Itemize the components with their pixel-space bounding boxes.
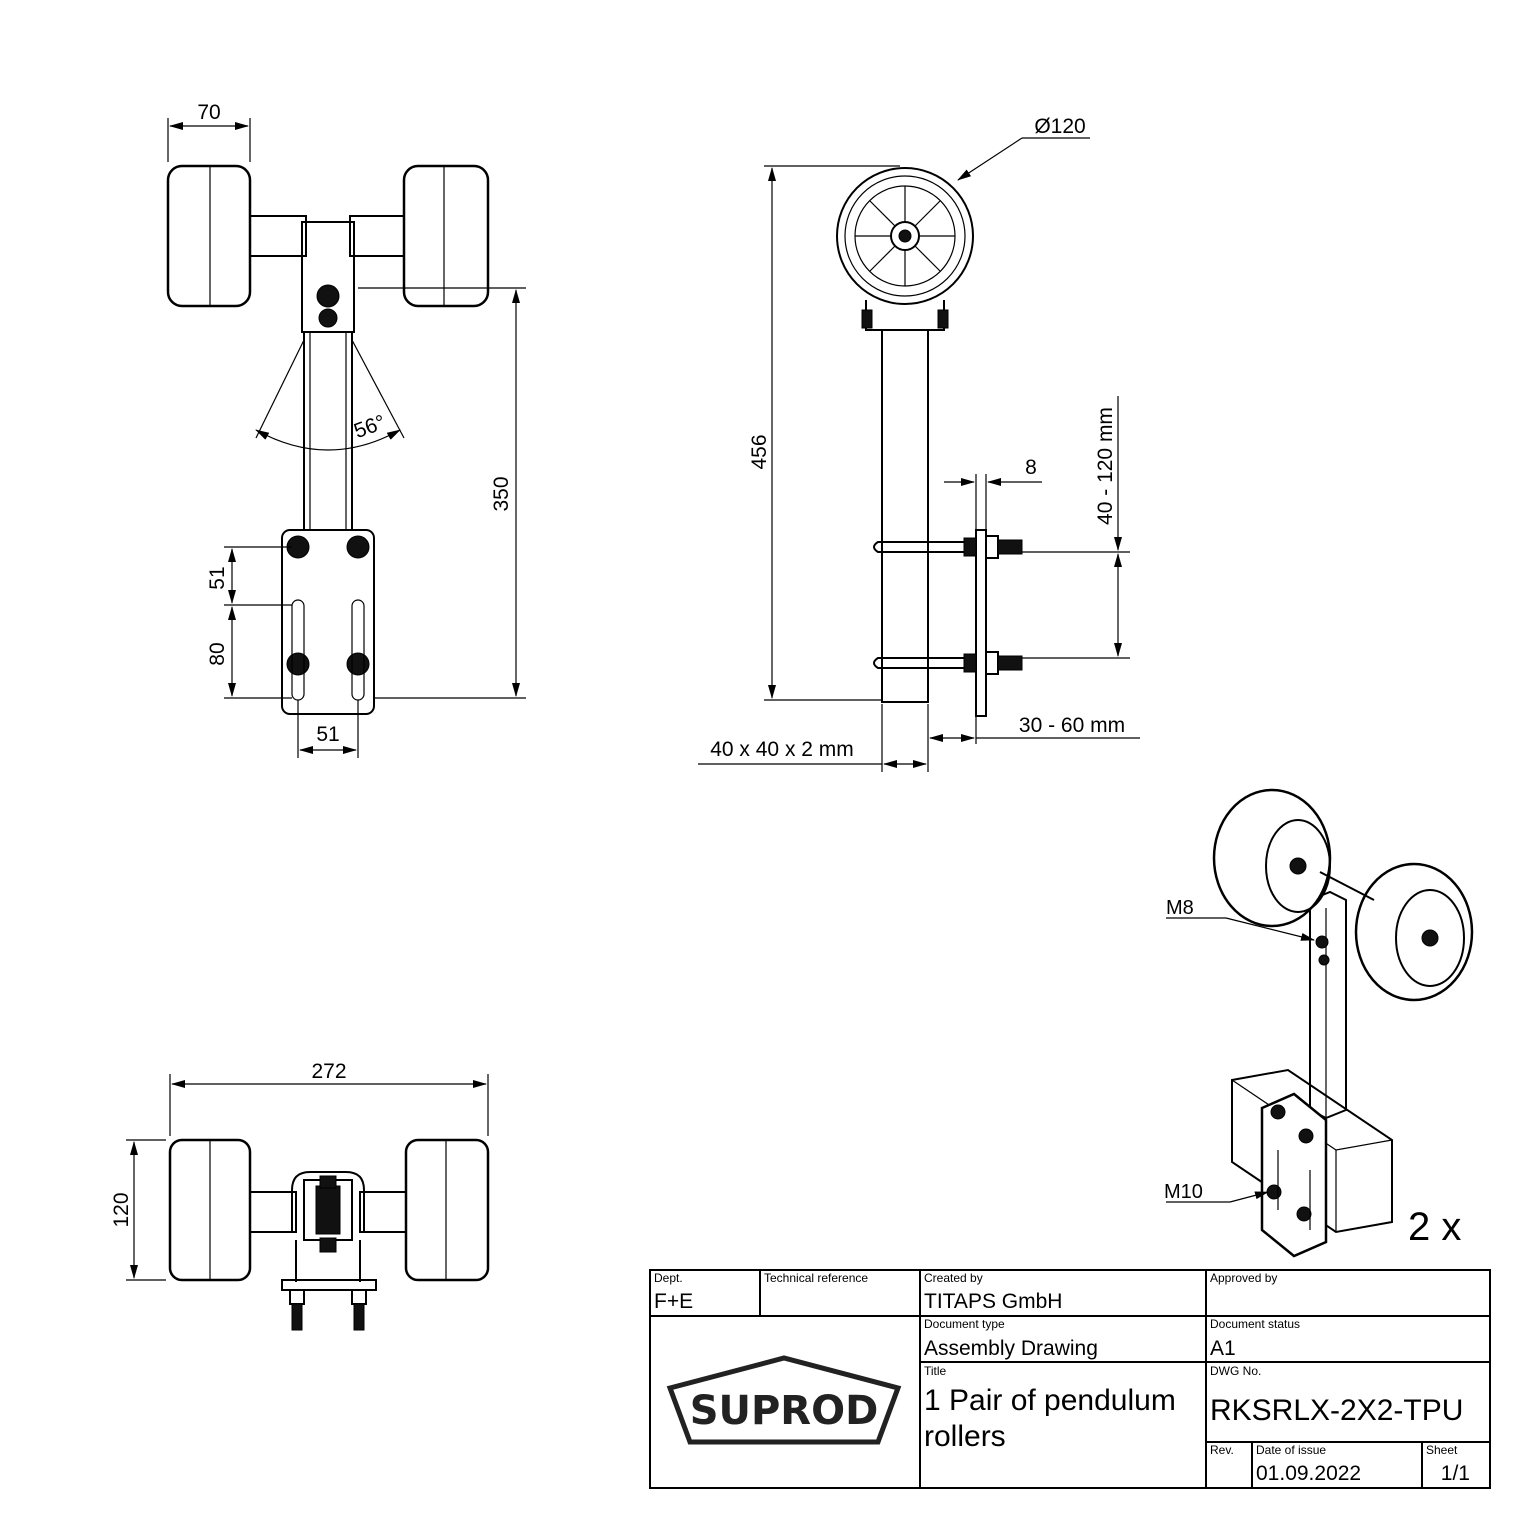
dim-clamp-range: 40 - 120 mm [1094, 407, 1117, 525]
sheet-label: Sheet [1426, 1443, 1458, 1457]
callout-m8: M8 [1166, 897, 1194, 919]
dim-80: 80 [206, 642, 229, 665]
dim-456: 456 [748, 434, 771, 469]
dim-8: 8 [1025, 456, 1037, 479]
quantity-label: 2 x [1408, 1205, 1461, 1249]
tube-top-view [303, 331, 353, 531]
dim-350: 350 [490, 476, 513, 511]
doc-type-value: Assembly Drawing [924, 1337, 1098, 1360]
dim-51-vertical: 51 [206, 566, 229, 589]
wheel-side [836, 167, 974, 305]
approved-label: Approved by [1210, 1271, 1277, 1285]
logo-text: SUPROD [690, 1388, 879, 1434]
dim-tube-profile: 40 x 40 x 2 mm [710, 738, 854, 761]
created-value: TITAPS GmbH [924, 1290, 1062, 1313]
iso-wheel-front [1354, 862, 1474, 1002]
date-value: 01.09.2022 [1256, 1462, 1361, 1485]
sheet-value: 1/1 [1441, 1462, 1470, 1485]
date-label: Date of issue [1256, 1443, 1326, 1457]
doc-status-value: A1 [1210, 1337, 1236, 1360]
dim-70: 70 [197, 101, 220, 124]
right-wheel-top [402, 164, 490, 308]
created-label: Created by [924, 1271, 983, 1285]
rev-label: Rev. [1210, 1443, 1234, 1457]
dept-label: Dept. [654, 1271, 683, 1285]
dept-value: F+E [654, 1290, 693, 1313]
pivot-bolt [316, 284, 340, 308]
title-line-2: rollers [924, 1420, 1006, 1453]
title-line-1: 1 Pair of pendulum [924, 1384, 1176, 1417]
isometric-view: M8 M10 2 x [1164, 788, 1474, 1258]
tube-side-view [881, 329, 929, 703]
dwg-value: RKSRLX-2X2-TPU [1210, 1394, 1463, 1427]
title-block: Dept. F+E Technical reference Created by… [649, 1269, 1491, 1489]
mounting-plate [281, 529, 375, 715]
dwg-label: DWG No. [1210, 1364, 1261, 1378]
dim-51-horizontal: 51 [316, 723, 339, 746]
suprod-logo: SUPROD [666, 1355, 902, 1445]
dim-offset-range: 30 - 60 mm [1019, 714, 1125, 737]
doc-status-label: Document status [1210, 1317, 1300, 1331]
dim-272: 272 [311, 1060, 346, 1083]
doc-type-label: Document type [924, 1317, 1005, 1331]
right-wheel-front [404, 1138, 490, 1282]
front-view: 272 120 [110, 1060, 490, 1331]
side-view: Ø120 456 8 40 - 120 mm 30 - 60 mm 40 x 4… [698, 115, 1140, 772]
dim-120: 120 [110, 1192, 133, 1227]
top-view: 70 56° 350 51 80 51 [166, 101, 526, 758]
clamp-plate [975, 529, 987, 717]
left-wheel-top [166, 164, 252, 308]
iso-wheel-back [1212, 788, 1332, 928]
dim-diameter: Ø120 [1034, 115, 1085, 138]
callout-m10: M10 [1164, 1181, 1203, 1203]
tech-ref-label: Technical reference [764, 1271, 868, 1285]
title-label: Title [924, 1364, 947, 1378]
